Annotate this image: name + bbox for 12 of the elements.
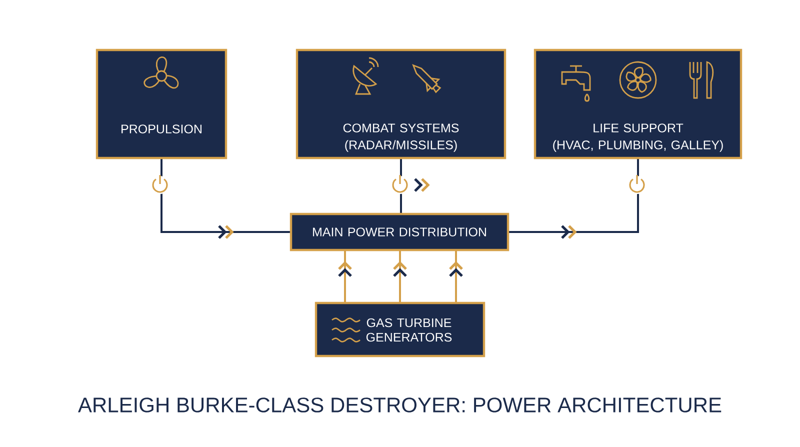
connector [393, 250, 407, 303]
connector [400, 158, 430, 214]
system-box: LIFE SUPPORT (HVAC, PLUMBING, GALLEY) [534, 48, 742, 160]
generator-box: GAS TURBINE GENERATORS [314, 302, 486, 358]
propulsion-box: PROPULSION [96, 48, 228, 160]
connector [338, 250, 352, 303]
connector [508, 158, 639, 239]
system-box: COMBAT SYSTEMS (RADAR/MISSILES) [296, 48, 506, 160]
distribution-box: MAIN POWER DISTRIBUTION [290, 212, 510, 252]
connector [449, 250, 463, 303]
title: ARLEIGH BURKE-CLASS DESTROYER: POWER ARCHITECTURE [78, 398, 722, 412]
connector [160, 158, 291, 239]
